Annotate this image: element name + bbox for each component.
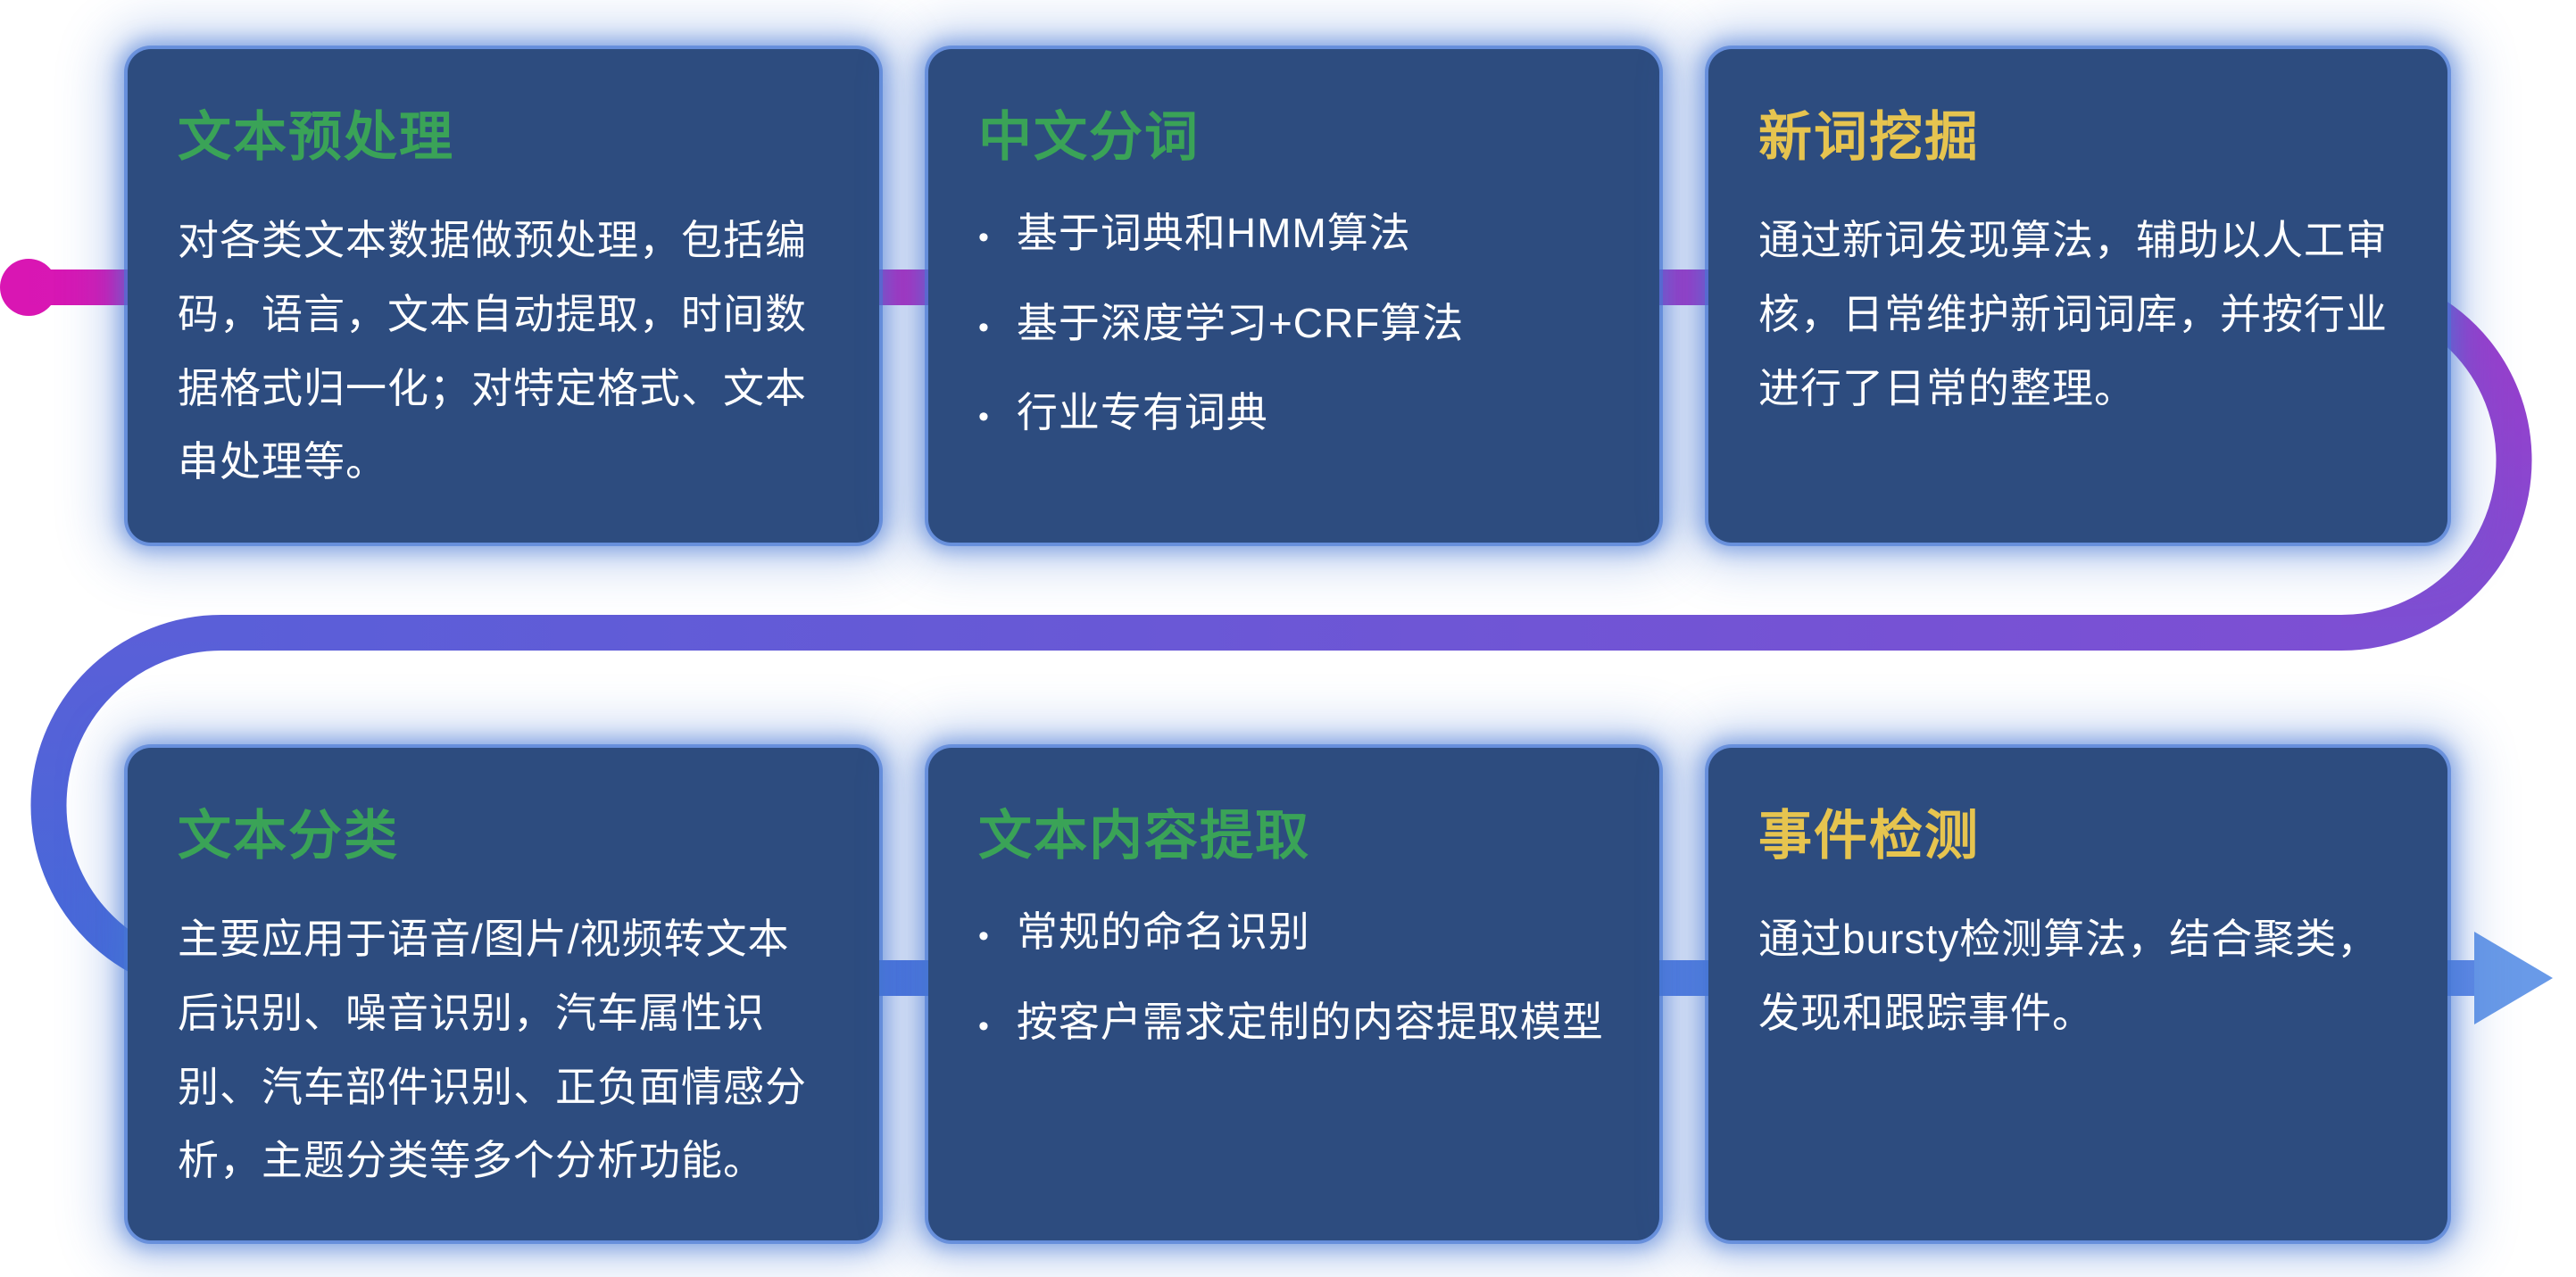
flow-arrow-icon — [2474, 932, 2553, 1024]
bullet-icon: • — [978, 310, 990, 344]
card-text-classification: 文本分类 主要应用于语音/图片/视频转文本后识别、噪音识别，汽车属性识别、汽车部… — [128, 748, 879, 1240]
card-body: 对各类文本数据做预处理，包括编码，语言，文本自动提取，时间数据格式归一化；对特定… — [178, 217, 807, 485]
bullet-item: • 基于深度学习+CRF算法 — [978, 294, 1609, 353]
card-title: 文本分类 — [178, 806, 399, 866]
bullet-icon: • — [978, 1008, 990, 1043]
card-body: 通过新词发现算法，辅助以人工审核，日常维护新词词库，并按行业进行了日常的整理。 — [1758, 217, 2388, 411]
bullet-text: 基于词典和HMM算法 — [1016, 210, 1411, 256]
bullet-text: 按客户需求定制的内容提取模型 — [1016, 998, 1604, 1045]
card-title: 事件检测 — [1758, 806, 1980, 866]
card-body: 主要应用于语音/图片/视频转文本后识别、噪音识别，汽车属性识别、汽车部件识别、正… — [178, 916, 807, 1184]
bullet-icon: • — [978, 220, 990, 254]
card-title: 文本预处理 — [178, 107, 454, 167]
card-title: 中文分词 — [978, 107, 1200, 167]
bullet-icon: • — [978, 400, 990, 435]
card-text-preprocessing: 文本预处理 对各类文本数据做预处理，包括编码，语言，文本自动提取，时间数据格式归… — [128, 49, 879, 543]
card-new-word-mining: 新词挖掘 通过新词发现算法，辅助以人工审核，日常维护新词词库，并按行业进行了日常… — [1708, 49, 2447, 543]
bullet-item: • 按客户需求定制的内容提取模型 — [978, 992, 1609, 1052]
card-bullet-list: • 常规的命名识别 • 按客户需求定制的内容提取模型 — [978, 902, 1609, 1051]
card-bullet-list: • 基于词典和HMM算法 • 基于深度学习+CRF算法 • 行业专有词典 — [978, 203, 1609, 443]
card-body: 通过bursty检测算法，结合聚类，发现和跟踪事件。 — [1758, 916, 2380, 1036]
bullet-item: • 常规的命名识别 — [978, 902, 1609, 962]
bullet-item: • 基于词典和HMM算法 — [978, 203, 1609, 263]
card-title: 新词挖掘 — [1758, 107, 1980, 167]
bullet-item: • 行业专有词典 — [978, 383, 1609, 443]
bullet-text: 行业专有词典 — [1016, 389, 1268, 436]
bullet-text: 基于深度学习+CRF算法 — [1016, 299, 1465, 346]
bullet-text: 常规的命名识别 — [1016, 908, 1310, 955]
card-event-detection: 事件检测 通过bursty检测算法，结合聚类，发现和跟踪事件。 — [1708, 748, 2447, 1240]
card-chinese-word-segmentation: 中文分词 • 基于词典和HMM算法 • 基于深度学习+CRF算法 • 行业专有词… — [928, 49, 1659, 543]
card-title: 文本内容提取 — [978, 806, 1310, 866]
bullet-icon: • — [978, 919, 990, 953]
card-text-content-extraction: 文本内容提取 • 常规的命名识别 • 按客户需求定制的内容提取模型 — [928, 748, 1659, 1240]
